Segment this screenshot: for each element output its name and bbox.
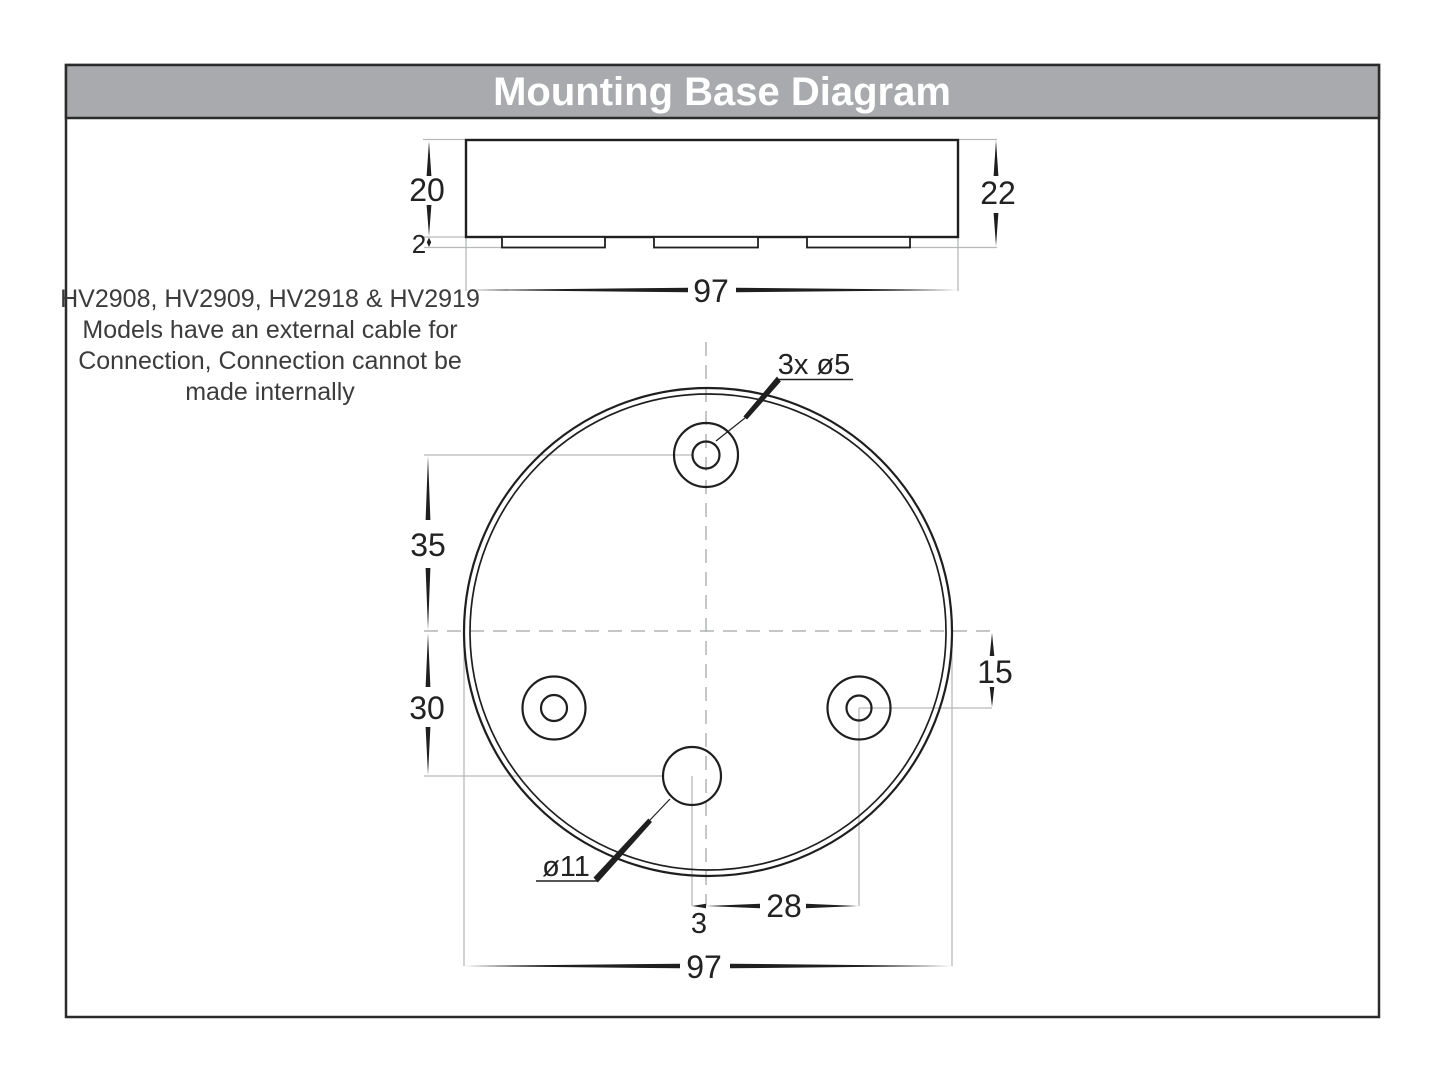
dim-arrow [426, 237, 432, 247]
dim-arrow [989, 687, 995, 707]
note-line-4: made internally [185, 378, 355, 406]
dim-28: 28 [766, 888, 802, 924]
dim-arrow [736, 287, 958, 293]
base-plate-outer-edge [462, 386, 954, 878]
note-line-1: HV2908, HV2909, HV2918 & HV2919 [60, 285, 480, 313]
mount-hole-right [826, 675, 892, 741]
note-line-2: Models have an external cable for [82, 316, 457, 344]
cable-hole-label: ø11 [542, 851, 590, 883]
dim-arrow [706, 903, 760, 909]
dim-arrow [806, 903, 858, 909]
dim-arrow [466, 287, 688, 293]
dim-15: 15 [977, 654, 1013, 690]
dim-body-height: 20 [409, 172, 445, 208]
base-body-outline [464, 138, 960, 239]
base-plate-inner-edge [469, 393, 947, 871]
note-block: HV2908, HV2909, HV2918 & HV2919 Models h… [60, 285, 480, 406]
dim-arrow [993, 140, 999, 176]
side-view: 20 2 22 97 [409, 138, 1016, 309]
dim-arrow [730, 963, 952, 969]
dim-arrow [425, 568, 431, 630]
dim-arrow [464, 963, 680, 969]
dim-arrow [426, 205, 432, 236]
dim-total-height: 22 [980, 175, 1016, 211]
page-title: Mounting Base Diagram [493, 70, 951, 114]
note-line-3: Connection, Connection cannot be [78, 347, 462, 375]
dim-30: 30 [409, 690, 445, 726]
dim-arrow [425, 633, 431, 687]
base-foot-right [806, 236, 911, 249]
dim-diameter: 97 [686, 949, 722, 985]
dim-arrow [425, 456, 431, 520]
cable-hole-callout: ø11 [536, 798, 671, 883]
title-bar [64, 63, 1381, 120]
dim-arrow [989, 633, 995, 656]
dim-35: 35 [410, 527, 446, 563]
mount-holes-callout: 3x ø5 [715, 349, 853, 442]
top-view: 3x ø5 ø11 35 30 15 3 28 97 [409, 342, 1013, 985]
mount-holes-label: 3x ø5 [778, 349, 851, 381]
dim-arrow [993, 213, 999, 246]
dim-side-width: 97 [693, 273, 729, 309]
base-foot-left [501, 236, 606, 249]
base-foot-middle [653, 236, 759, 249]
dim-arrow [692, 903, 706, 909]
dim-3: 3 [691, 908, 707, 940]
dim-arrow [425, 727, 431, 775]
mount-hole-left [521, 675, 587, 741]
dim-arrow [426, 141, 432, 176]
dim-lip-height: 2 [412, 229, 426, 259]
cable-hole [661, 745, 723, 807]
mount-hole-top [672, 421, 740, 489]
